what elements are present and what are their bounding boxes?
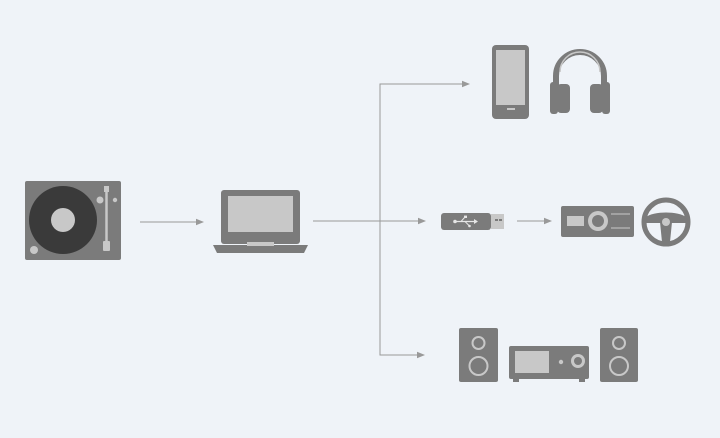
receiver-icon: [509, 346, 589, 382]
headphones-icon: [550, 49, 610, 114]
home-audio-system-icon: [459, 328, 638, 382]
turntable-icon: [25, 181, 121, 260]
car-audio-icon: [561, 206, 634, 237]
laptop-icon: [213, 190, 308, 253]
portable-player-icon: [492, 45, 529, 119]
edge-laptop-to-portable-player: [379, 80, 470, 221]
steering-wheel-icon: [641, 197, 691, 247]
usb-drive-icon: [441, 213, 504, 230]
left-speaker-icon: [459, 328, 498, 382]
edge-laptop-to-home-audio-system: [379, 221, 425, 359]
connectors: [140, 80, 552, 359]
right-speaker-icon: [600, 328, 638, 382]
